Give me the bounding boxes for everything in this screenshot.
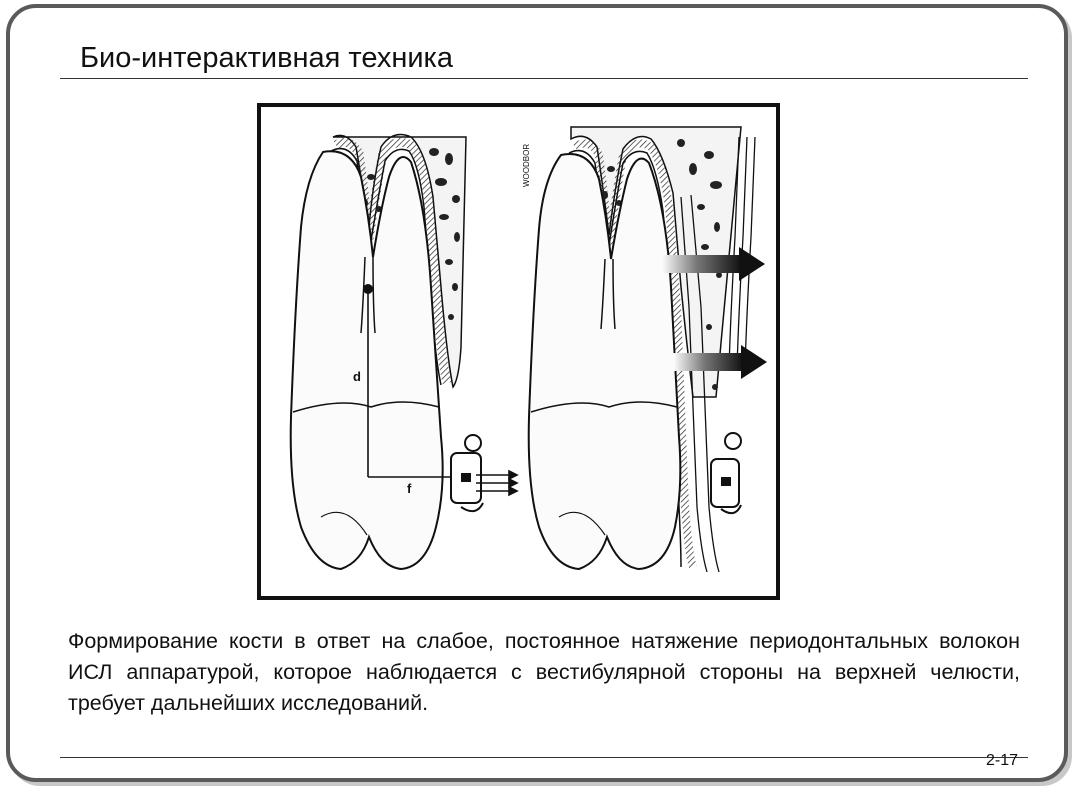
page-number: 2-17 [985, 752, 1018, 769]
label-f: f [407, 481, 412, 496]
left-tooth [289, 133, 519, 571]
title-divider [60, 78, 1028, 79]
right-tooth: WOODBOR [522, 126, 767, 573]
right-tooth-body [527, 153, 682, 571]
left-ligament-band [333, 137, 452, 385]
right-bone-specks [602, 139, 722, 390]
label-d: d [353, 369, 361, 384]
tooth-diagram: WOODBOR d f [257, 103, 780, 600]
slide-caption: Формирование кости в ответ на слабое, по… [68, 629, 1020, 715]
footer-divider [60, 757, 1028, 758]
left-tooth-body [289, 150, 444, 571]
rotated-text: WOODBOR [522, 144, 531, 187]
force-arrows [476, 469, 519, 497]
left-bracket [450, 434, 484, 513]
bone-formation-arrows [661, 247, 767, 379]
tooth-diagram-svg: WOODBOR [289, 126, 767, 573]
slide-title: Био-интерактивная техника [80, 42, 453, 74]
right-bracket [710, 432, 742, 515]
